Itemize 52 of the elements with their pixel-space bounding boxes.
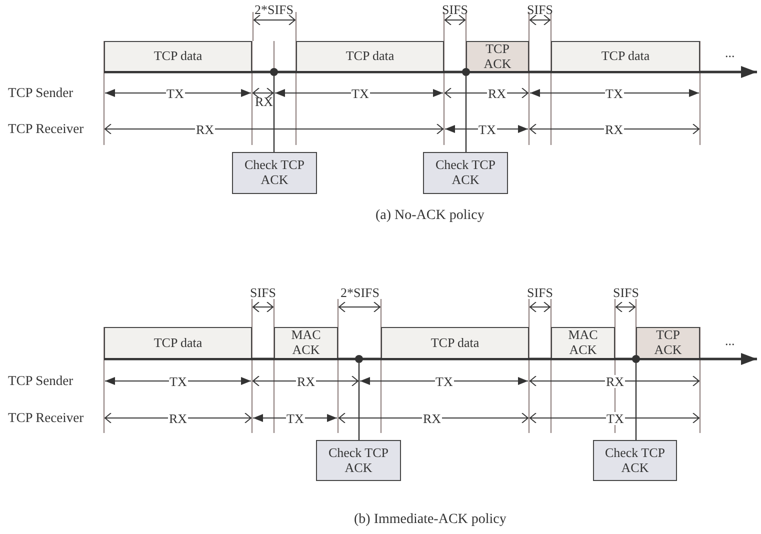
interval-label: SIFS: [527, 286, 554, 298]
duration-label: RX: [487, 86, 508, 100]
duration-label: RX: [255, 94, 274, 108]
duration-label: RX: [168, 412, 188, 424]
row-label: TCP Sender: [8, 86, 74, 100]
frame-block: TCP data: [381, 327, 529, 358]
frame-block: MAC ACK: [551, 327, 615, 358]
frame-block: TCP data: [296, 41, 444, 71]
junction-dot: [632, 355, 640, 363]
frame-block: TCP data: [551, 41, 700, 71]
duration-label: TX: [606, 412, 625, 424]
frame-block: TCP data: [104, 327, 252, 358]
duration-label: TX: [166, 86, 185, 100]
duration-label: RX: [195, 122, 216, 136]
caption: (b) Immediate-ACK policy: [354, 513, 506, 527]
check-step-box: Check TCP ACK: [232, 152, 317, 194]
junction-dot: [355, 355, 363, 363]
duration-label: TX: [478, 122, 497, 136]
check-step-box: Check TCP ACK: [423, 152, 508, 194]
duration-label: RX: [296, 374, 316, 388]
duration-label: RX: [605, 374, 626, 388]
frame-block: MAC ACK: [274, 327, 338, 358]
row-label: TCP Sender: [8, 374, 74, 388]
leader-line: [273, 76, 275, 152]
frame-block: TCP ACK: [466, 41, 529, 71]
duration-label: TX: [434, 374, 454, 388]
duration-label: RX: [604, 122, 624, 136]
duration-label: TX: [604, 86, 624, 100]
duration-label: TX: [286, 412, 305, 424]
interval-label: SIFS: [250, 286, 276, 298]
duration-label: RX: [422, 412, 442, 424]
row-label: TCP Receiver: [8, 411, 84, 424]
row-label: TCP Receiver: [8, 122, 84, 136]
leader-line: [465, 76, 467, 152]
duration-label: TX: [350, 86, 370, 100]
duration-label: TX: [168, 374, 188, 388]
interval-label: SIFS: [527, 2, 554, 16]
caption: (a) No-ACK policy: [376, 209, 484, 223]
interval-label: SIFS: [442, 2, 468, 16]
check-step-box: Check TCP ACK: [593, 440, 677, 481]
junction-dot: [270, 68, 278, 76]
interval-label: 2*SIFS: [254, 2, 294, 16]
leader-line: [635, 363, 637, 440]
ellipsis-mark: ...: [725, 46, 735, 58]
leader-line: [358, 363, 360, 440]
ellipsis-mark: ...: [725, 334, 735, 346]
check-step-box: Check TCP ACK: [316, 440, 401, 481]
interval-label: 2*SIFS: [340, 286, 380, 298]
frame-block: TCP ACK: [636, 327, 700, 358]
interval-label: SIFS: [613, 286, 640, 298]
junction-dot: [462, 68, 470, 76]
frame-block: TCP data: [104, 41, 252, 71]
